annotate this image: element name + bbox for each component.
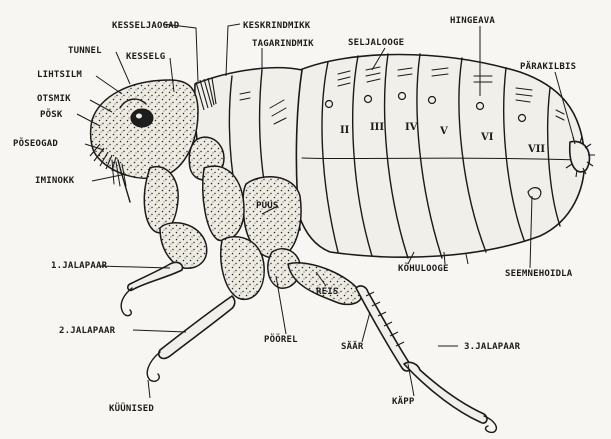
eye (131, 109, 153, 127)
label-reis: REIS (316, 287, 338, 297)
label-jalapaar-3: 3.JALAPAAR (464, 342, 521, 352)
label-posk: PÕSK (40, 108, 63, 120)
label-kesselg: KESSELG (126, 52, 165, 62)
segment-numeral: VII (527, 144, 545, 155)
label-seljalooge: SELJALOOGE (348, 38, 404, 48)
label-otsmik: OTSMIK (37, 94, 71, 104)
leg-3 (268, 249, 497, 433)
label-poorel: PÖÖREL (264, 334, 298, 345)
segment-numeral: IV (405, 122, 418, 133)
label-saar: SÄÄR (341, 341, 364, 352)
segment-numeral: III (370, 122, 384, 133)
label-lihtsilm: LIHTSILM (37, 70, 82, 80)
label-iminokk: IMINOKK (35, 176, 75, 186)
label-kuunised: KÜÜNISED (109, 403, 154, 414)
label-puus: PUUS (256, 201, 278, 211)
segment-numeral: II (340, 125, 350, 136)
label-parakilbis: PÄRAKILBIS (520, 61, 576, 72)
label-poseogad: PÕSEOGAD (13, 137, 58, 149)
label-seemnehoidla: SEEMNEHOIDLA (505, 269, 573, 279)
label-kohulooge: KÕHULOOGE (398, 262, 449, 274)
label-tagarindmik: TAGARINDMIK (252, 39, 314, 49)
label-tunnel: TUNNEL (68, 46, 102, 56)
head (90, 80, 198, 202)
label-kesseljaogad: KESSELJAOGAD (112, 21, 180, 31)
segment-numeral: VI (480, 132, 494, 143)
label-keskrindmikk: KESKRINDMIKK (243, 21, 311, 31)
abdomen: II III IV V VI VII (292, 54, 595, 258)
segment-numeral: V (439, 126, 448, 137)
label-jalapaar-2: 2.JALAPAAR (59, 326, 116, 336)
label-kapp: KÄPP (392, 396, 415, 407)
label-jalapaar-1: 1.JALAPAAR (51, 261, 108, 271)
label-hingeava: HINGEAVA (450, 16, 495, 26)
leg-1 (121, 167, 207, 316)
